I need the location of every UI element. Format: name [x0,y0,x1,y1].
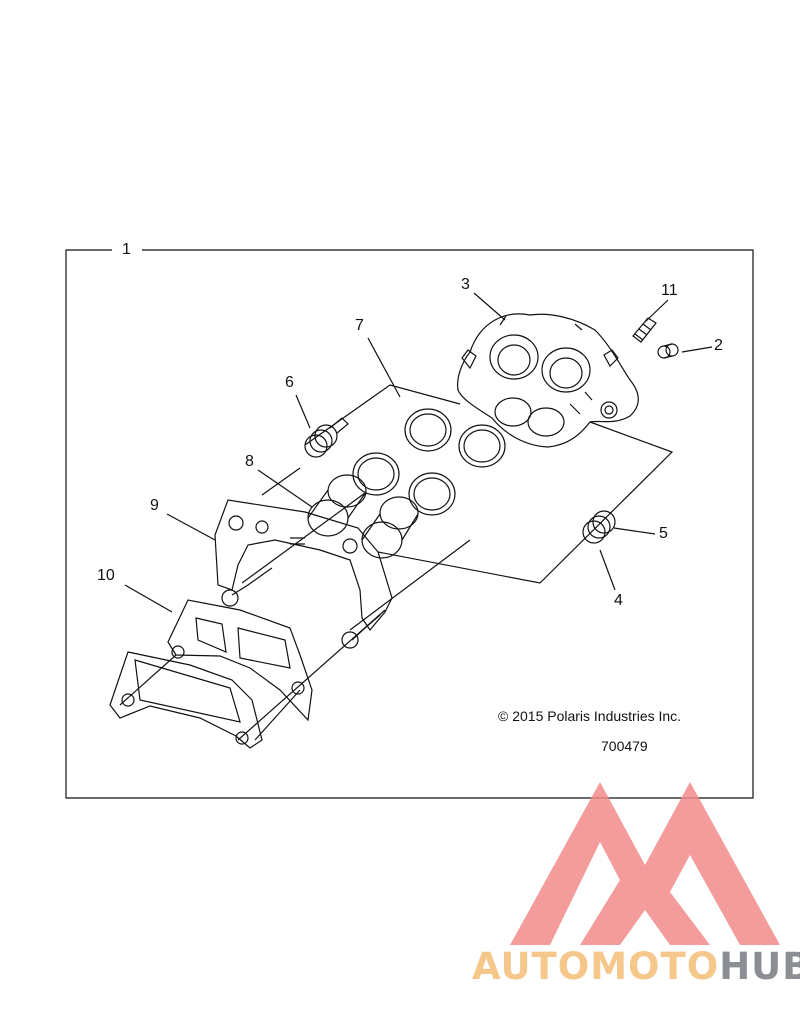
watermark-text: AUTOMOTOHUB [472,945,800,988]
leader-7 [367,337,401,398]
callout-3: 3 [461,276,470,293]
callout-6: 6 [285,374,294,391]
axis-line-upper [261,384,674,584]
drawing-number: 700479 [601,738,648,754]
callout-10: 10 [97,567,115,584]
mounting-bracket [214,499,393,632]
leader-4 [599,549,616,591]
bleeder-cap [657,343,679,359]
watermark-moto: MOTO [590,945,720,988]
piston-seals [352,408,506,516]
pistons [307,474,419,559]
callout-8: 8 [245,453,254,470]
axis-line-bolt [237,492,471,741]
leader-2 [681,346,713,353]
leader-10 [124,584,173,613]
leader-3 [473,292,506,321]
leader-8 [257,469,313,508]
callout-9: 9 [150,497,159,514]
callout-11: 11 [661,282,678,299]
bleeder-screw [632,317,657,343]
leader-9 [166,513,216,541]
pin-boot-upper [304,417,349,458]
callout-4: 4 [614,592,623,609]
callout-1: 1 [122,241,131,258]
watermark-hub: HUB [719,945,800,988]
slide-pins [221,567,381,649]
callout-5: 5 [659,525,668,542]
pin-boot-lower [582,510,616,544]
callout-7: 7 [355,317,364,334]
caliper-body [457,313,639,448]
assembly-frame [65,249,754,799]
axis-line-pad [119,654,301,741]
leader-6 [295,394,311,429]
watermark-auto: AUTO [472,945,591,988]
callout-2: 2 [714,337,723,354]
automotohub-logo [510,782,780,945]
brake-pads [109,599,313,749]
copyright-notice: © 2015 Polaris Industries Inc. [498,708,682,724]
leader-5 [613,527,656,535]
